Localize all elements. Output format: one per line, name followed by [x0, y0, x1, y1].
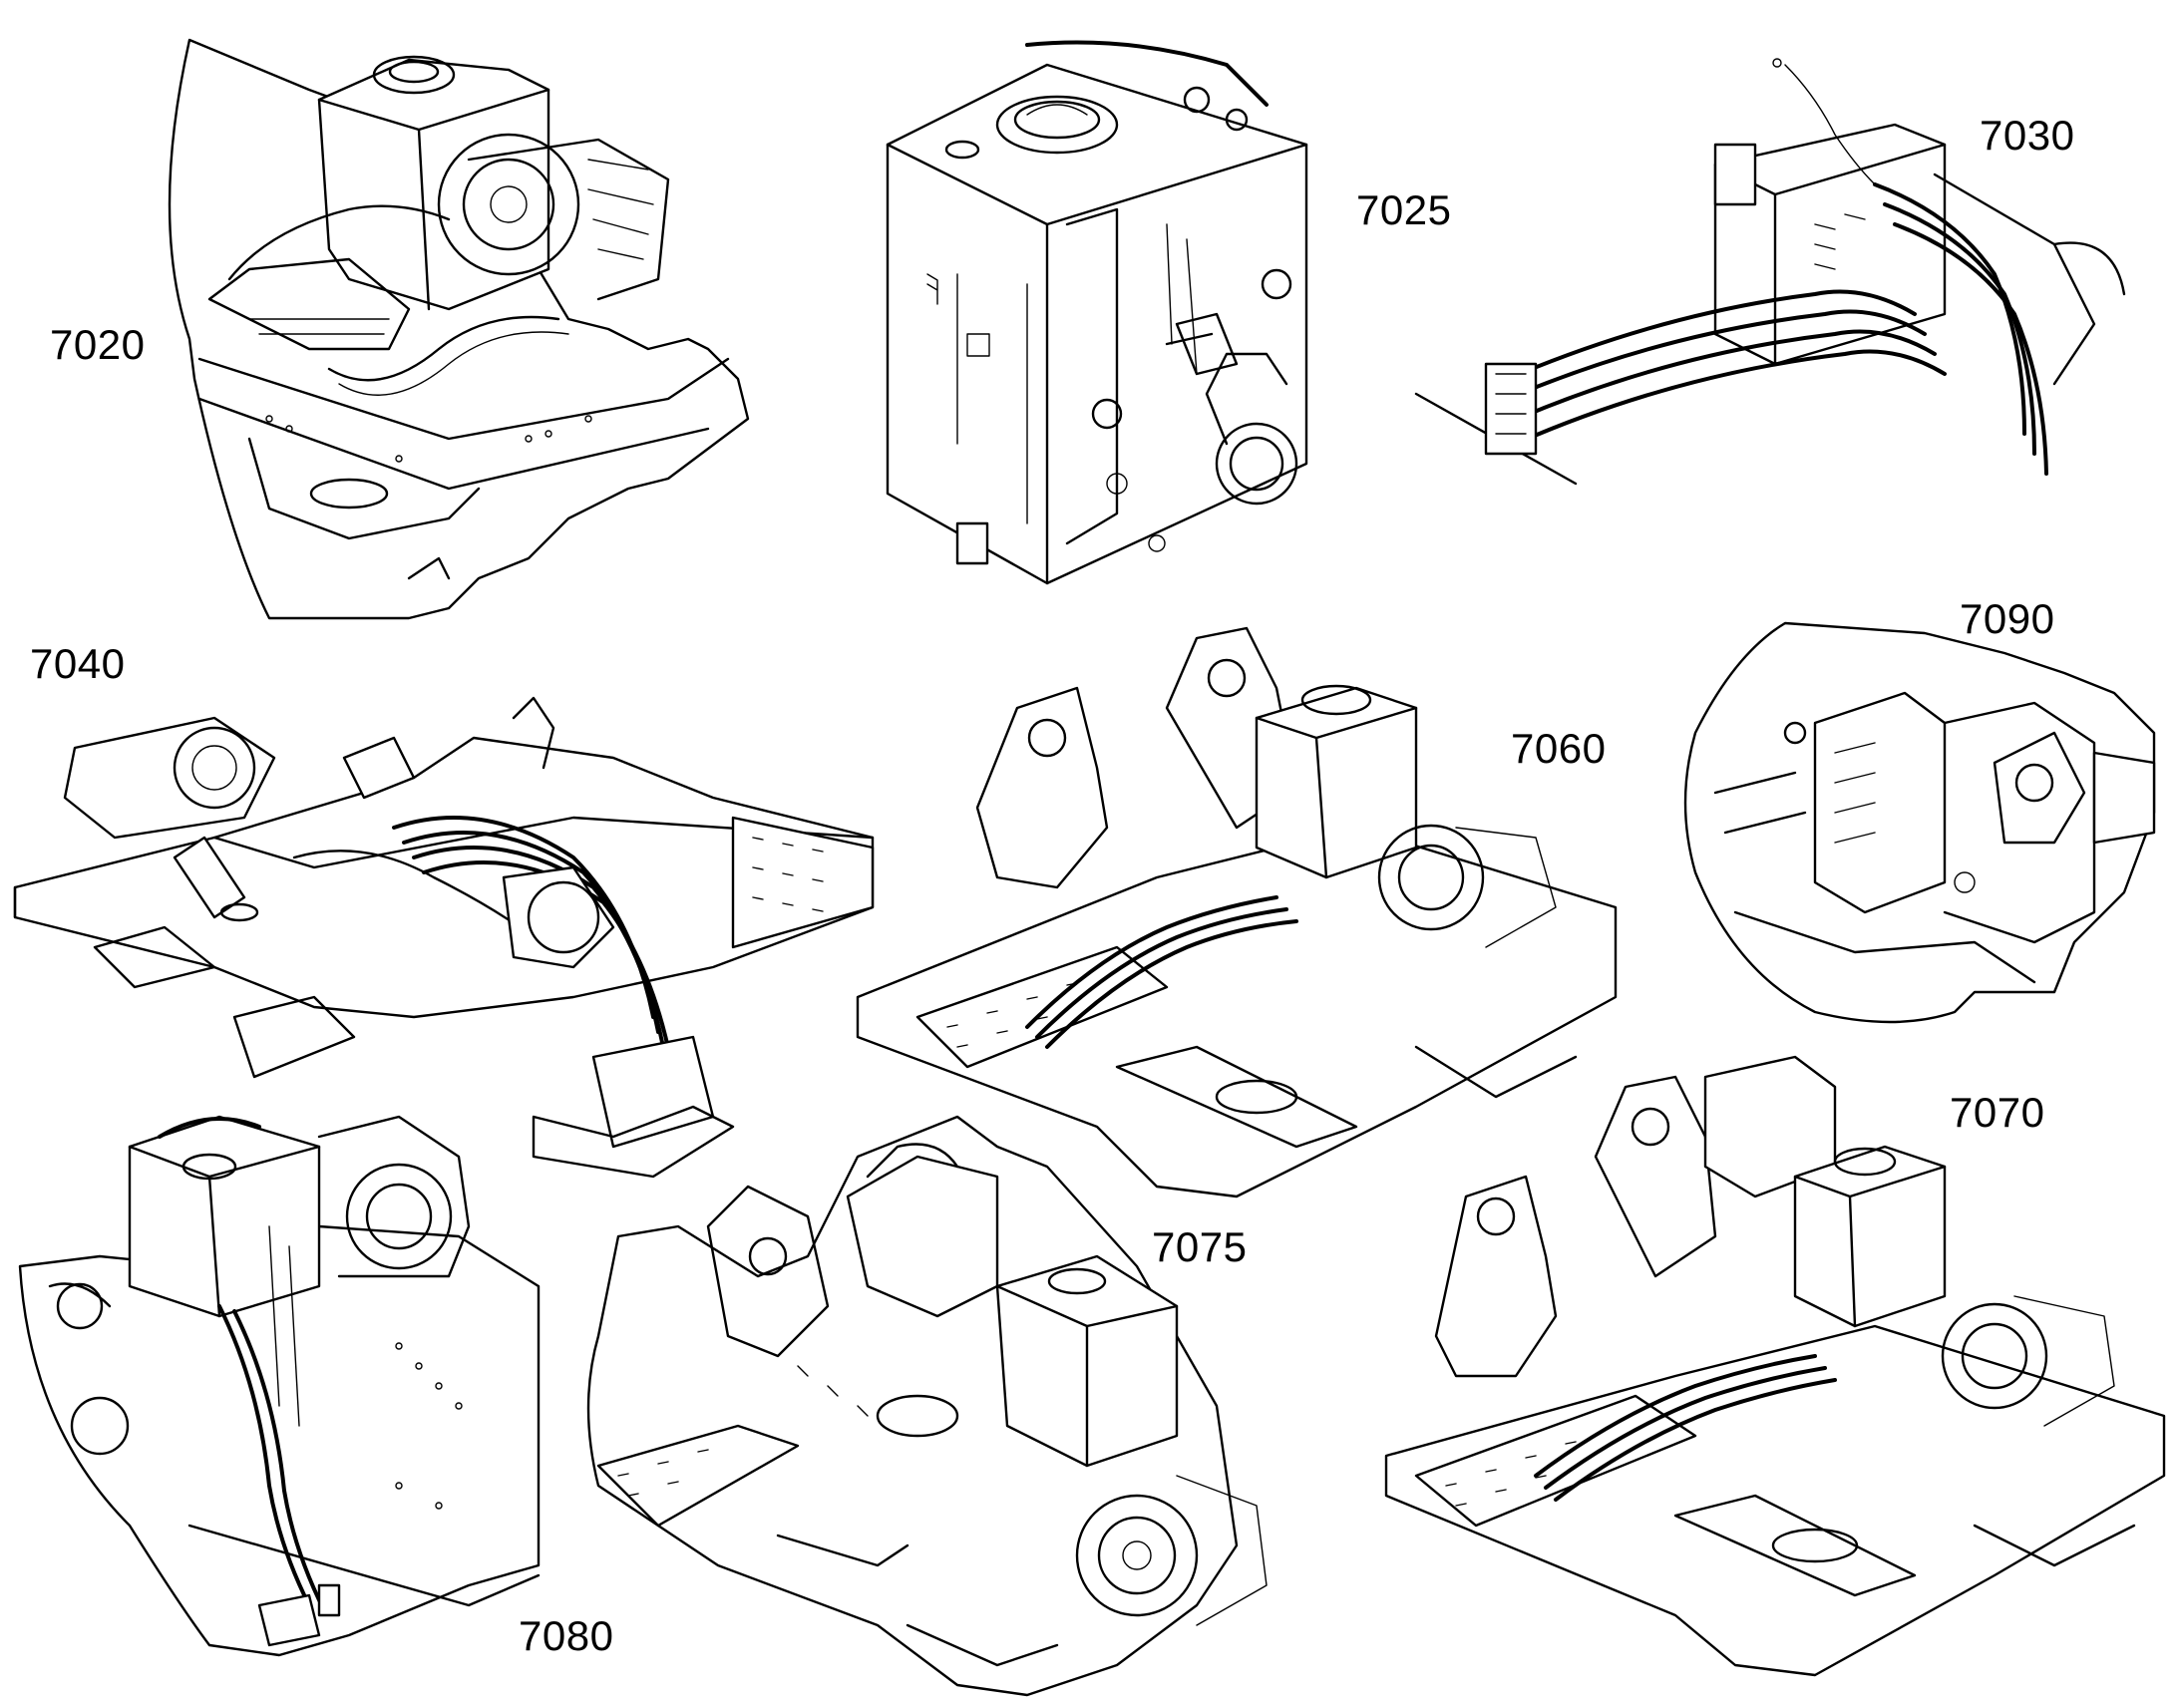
callout-7090[interactable]: 7090	[1960, 595, 2055, 642]
figure-7070-frame-assembly[interactable]	[1376, 1055, 2166, 1685]
figure-7090-frame-detail-circle[interactable]	[1675, 613, 2174, 1032]
figure-7040-frame-hose-assembly[interactable]	[13, 638, 893, 1196]
callout-7060[interactable]: 7060	[1511, 725, 1607, 772]
figure-7080-rear-frame-with-tank[interactable]	[18, 1107, 541, 1675]
callout-7030[interactable]: 7030	[1980, 112, 2075, 159]
drawing-7030	[1414, 58, 2126, 486]
drawing-7090	[1683, 621, 2156, 1024]
figure-7025-hydraulic-tank[interactable]	[868, 25, 1336, 593]
callout-7070[interactable]: 7070	[1950, 1089, 2045, 1136]
callout-7020[interactable]: 7020	[50, 321, 146, 368]
drawing-7020	[168, 38, 750, 620]
figure-7030-hose-routing[interactable]	[1414, 55, 2154, 494]
drawing-7080	[18, 1115, 541, 1657]
figure-7075-frame-front-view[interactable]	[578, 1107, 1296, 1697]
callout-7025[interactable]: 7025	[1356, 186, 1452, 233]
figure-7060-frame-with-tank[interactable]	[856, 626, 1618, 1206]
drawing-7075	[586, 1115, 1268, 1697]
callout-7040[interactable]: 7040	[30, 640, 126, 687]
callout-7075[interactable]: 7075	[1152, 1223, 1248, 1270]
figure-7020-frame-with-tank-and-pump[interactable]	[150, 20, 768, 638]
drawing-7060	[856, 626, 1618, 1198]
drawing-7025	[886, 40, 1308, 585]
callout-7080[interactable]: 7080	[519, 1612, 614, 1659]
drawing-7040	[13, 696, 875, 1179]
frame-holes-7020	[265, 415, 592, 463]
frame-holes-7080	[395, 1342, 463, 1510]
drawing-7070	[1384, 1055, 2166, 1677]
